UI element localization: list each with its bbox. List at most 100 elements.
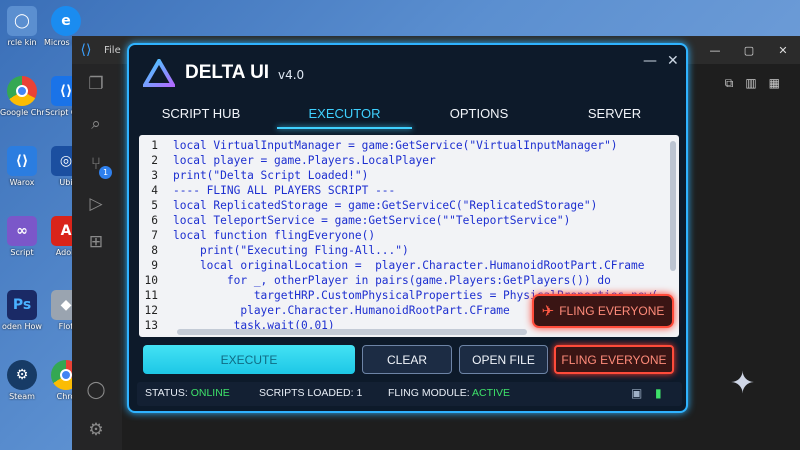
extensions-icon[interactable]: ⊞ [88,232,104,252]
editor-actions: ⧉ ▥ ▦ [725,76,780,91]
horizontal-scrollbar[interactable] [177,329,527,335]
desktop-icon-label: Chro [56,392,76,401]
desktop-icon-label: oden How [2,322,42,331]
code-line: 12 player.Character.HumanoidRootPart.CFr… [139,303,669,318]
desktop-icon-label: Ubi [59,178,73,187]
search-icon[interactable]: ⌕ [91,114,101,134]
code-line: 3 print("Delta Script Loaded!") [139,168,669,183]
desktop-icon-script[interactable]: ∞ Script [0,216,44,257]
line-number: 3 [151,169,158,182]
status-value: ONLINE [190,387,230,399]
code-text: print("Executing Fling-All...") [173,244,409,257]
tab-options[interactable]: OPTIONS [449,105,509,121]
line-number: 7 [151,229,158,242]
line-number: 13 [144,319,158,332]
explorer-icon[interactable]: ❐ [88,74,104,94]
line-number: 12 [144,304,158,317]
minimize-icon[interactable]: — [709,43,721,57]
fling-module-label: FLING MODULE: [388,387,470,399]
execute-button[interactable]: EXECUTE [143,345,355,374]
desktop-icon-label: rcle kin [7,38,37,47]
account-icon[interactable]: ◯ [86,380,106,400]
code-line: 1 local VirtualInputManager = game:GetSer… [139,138,669,153]
vertical-scrollbar[interactable] [670,141,676,271]
delta-ui-window: DELTA UI v4.0 — ✕ SCRIPT HUB EXECUTOR OP… [127,43,688,413]
bar-chart-icon[interactable]: ▮ [655,386,662,400]
code-text: local VirtualInputManager = game:GetServ… [173,139,618,152]
photoshop-icon: Ps [7,290,37,320]
code-text: for _, otherPlayer in pairs(game.Players… [173,274,611,287]
code-line: 9 local originalLocation = player.Charac… [139,258,669,273]
code-editor[interactable]: 1 local VirtualInputManager = game:GetSer… [139,135,679,337]
code-text: local TeleportService = game:GetService(… [173,214,571,227]
desktop-icon-label: Micros Edge [44,38,88,47]
chip-icon[interactable]: ▣ [631,386,643,400]
desktop-icon-steam[interactable]: ⚙ Steam [0,360,44,401]
fling-popup-label: FLING EVERYONE [559,304,665,318]
code-text: player.Character.HumanoidRootPart.CFrame [173,304,510,317]
code-line: 13 task.wait(0.01) [139,318,669,333]
fling-everyone-button[interactable]: FLING EVERYONE [554,345,674,374]
window-controls: — ▢ ✕ [698,36,800,64]
line-number: 8 [151,244,158,257]
tab-bar: SCRIPT HUB EXECUTOR OPTIONS SERVER [131,97,686,129]
desktop-icon-label: Adob [55,248,77,257]
code-text: print("Delta Script Loaded!") [173,169,369,182]
desktop-icon-photoshop[interactable]: Ps oden How [0,290,44,331]
code-text: task.wait(0.01) [173,319,335,332]
tab-executor[interactable]: EXECUTOR [308,105,381,121]
desktop-icon-label: Google Chrome [0,108,44,117]
active-tab-indicator [277,127,412,129]
maximize-icon[interactable]: ▢ [743,43,755,57]
settings-gear-icon[interactable]: ⚙ [88,420,104,440]
line-number: 2 [151,154,158,167]
fling-everyone-popup[interactable]: ✈ FLING EVERYONE [532,294,674,328]
source-control-badge: 1 [99,166,112,179]
fling-module-status: FLING MODULE: ACTIVE [388,387,510,399]
menu-file[interactable]: File [104,44,121,56]
close-icon[interactable]: ✕ [778,43,788,57]
desktop-icon-chrome[interactable]: Google Chrome [0,76,44,117]
edge-icon: e [51,6,81,36]
run-debug-icon[interactable]: ▷ [89,194,103,214]
layout-icon[interactable]: ▦ [768,76,780,90]
status-bar: STATUS: ONLINE SCRIPTS LOADED: 1 FLING M… [137,382,682,406]
desktop-icon-label: Warox [9,178,35,187]
tab-script-hub[interactable]: SCRIPT HUB [161,105,241,121]
line-number: 6 [151,214,158,227]
code-line: 10 for _, otherPlayer in pairs(game.Play… [139,273,669,288]
source-control-icon[interactable]: ⑂1 [84,152,112,179]
desktop-icon-edge[interactable]: e Micros Edge [44,6,88,47]
desktop-icon-label: Flot [58,322,74,331]
desktop-icon-circle-kin[interactable]: ◯ rcle kin [0,6,44,47]
fling-module-value: ACTIVE [472,387,510,399]
app-icon: ◯ [7,6,37,36]
code-line: 6 local TeleportService = game:GetService… [139,213,669,228]
app-title: DELTA UI [185,62,270,83]
close-icon[interactable]: ✕ [667,53,679,69]
line-number: 1 [151,139,158,152]
desktop-icon-label: Steam [9,392,35,401]
minimize-icon[interactable]: — [643,53,657,69]
line-number: 9 [151,259,158,272]
line-number: 4 [151,184,158,197]
visual-studio-icon: ∞ [7,216,37,246]
line-number: 5 [151,199,158,212]
code-line: 4---- FLING ALL PLAYERS SCRIPT --- [139,183,669,198]
desktop-icon-label: Script Goo [45,108,87,117]
sparkle-icon: ✦ [730,366,756,401]
desktop-icon-warox[interactable]: ⟨⟩ Warox [0,146,44,187]
code-text: local player = game.Players.LocalPlayer [173,154,436,167]
status-label: STATUS: [145,387,188,399]
open-file-button[interactable]: OPEN FILE [459,345,548,374]
clear-button[interactable]: CLEAR [362,345,452,374]
tab-server[interactable]: SERVER [587,105,642,121]
running-person-icon: ✈ [541,302,555,320]
windows-desktop: ◯ rcle kin e Micros Edge Google Chrome ⟨… [0,0,88,450]
app-version: v4.0 [278,68,305,82]
scripts-loaded: SCRIPTS LOADED: 1 [259,387,363,399]
steam-icon: ⚙ [7,360,37,390]
split-editor-icon[interactable]: ⧉ [724,76,734,90]
layout-icon[interactable]: ▥ [745,76,757,90]
code-text: local function flingEveryone() [173,229,376,242]
